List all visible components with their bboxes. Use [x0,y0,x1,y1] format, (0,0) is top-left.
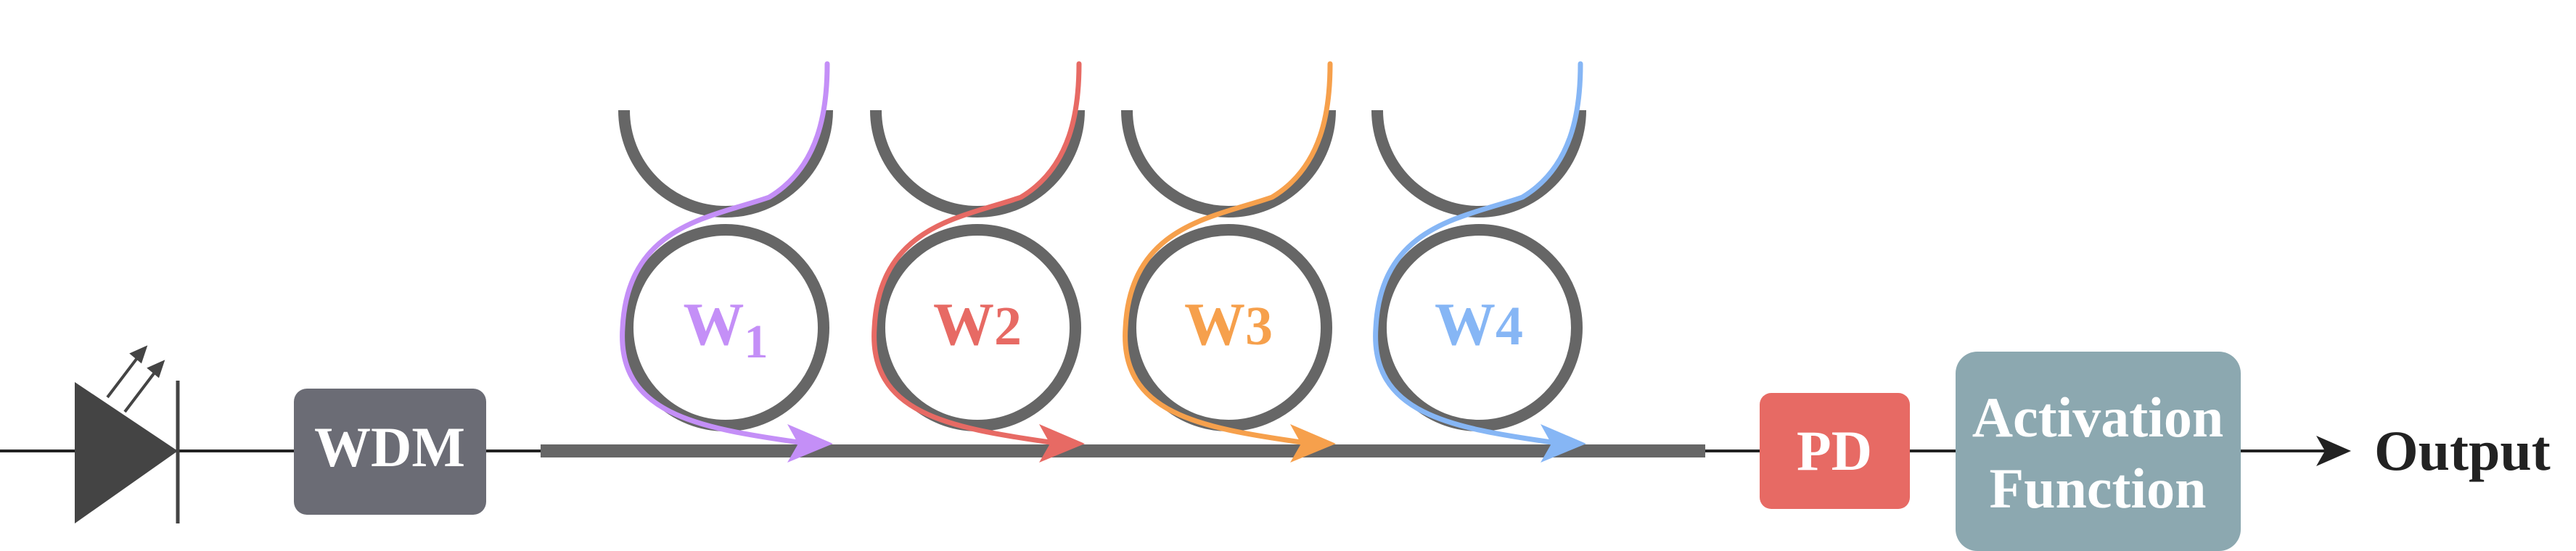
weight-label-4: W4 [1435,291,1523,358]
weight-label-1: W1 [684,291,768,368]
activation-label-line2: Function [1989,457,2206,520]
signal-arrow-icon-3 [1290,424,1336,463]
activation-block: Activation Function [1956,352,2241,551]
pd-label: PD [1797,419,1872,482]
weight-label-2: W2 [933,291,1022,358]
wdm-block: WDM [294,389,486,515]
weight-letter-3: W [1184,291,1245,358]
activation-label-line1: Activation [1972,386,2224,449]
weight-ring-2: W2 [870,61,1085,463]
signal-arrow-icon-1 [787,424,833,463]
weight-letter-1: W [684,291,745,358]
emission-arrows-icon [106,345,165,413]
weight-index-4: 4 [1496,296,1523,357]
laser-source [0,345,298,523]
micro-ring-4 [1375,224,1583,431]
weight-ring-1: W1 [618,61,833,463]
laser-diode-icon [75,382,178,523]
micro-ring-1 [622,224,829,431]
weight-index-1: 1 [745,315,768,368]
weight-index-3: 3 [1245,296,1273,357]
weight-ring-4: W4 [1371,61,1586,463]
output-arrow [2241,436,2351,466]
pd-block: PD [1760,393,1910,509]
output-label: Output [2374,419,2551,482]
weight-label-3: W3 [1184,291,1273,358]
drop-waveguide-3 [1121,109,1336,218]
signal-path-1 [620,61,830,445]
signal-path-4 [1373,61,1583,445]
weight-index-2: 2 [994,296,1022,357]
signal-arrow-icon-4 [1541,424,1586,463]
micro-ring-2 [874,224,1081,431]
signal-arrow-icon-2 [1039,424,1085,463]
drop-waveguide-2 [870,109,1085,218]
drop-waveguide-4 [1371,109,1586,218]
micro-ring-3 [1125,224,1332,431]
weight-letter-4: W [1435,291,1496,358]
signal-path-2 [871,61,1082,445]
weight-ring-3: W3 [1121,61,1336,463]
wdm-label: WDM [314,415,465,478]
activation-box [1956,352,2241,551]
pd-box [1760,393,1910,509]
signal-path-3 [1123,61,1333,445]
weight-letter-2: W [933,291,994,358]
arrow-head-icon [2316,436,2351,466]
wdm-box [294,389,486,515]
drop-waveguide-1 [618,109,833,218]
